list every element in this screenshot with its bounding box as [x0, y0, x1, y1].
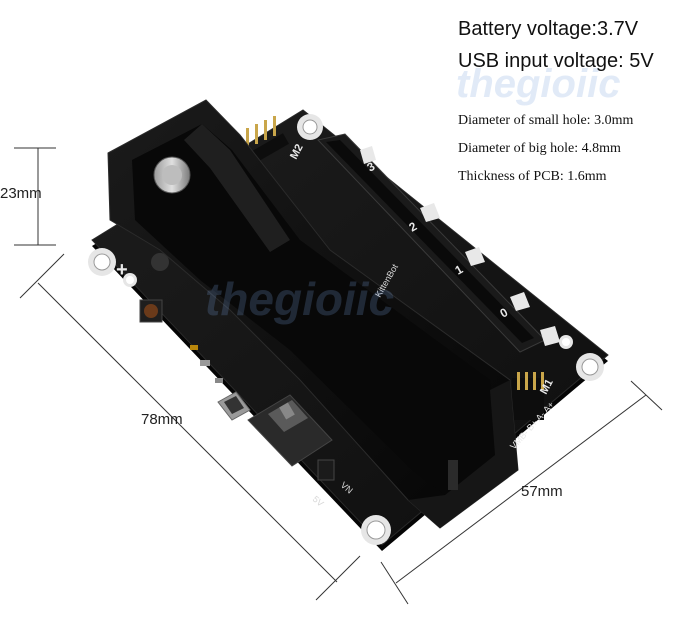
height-dimension-label: 23mm [0, 185, 42, 202]
width-dimension-label: 57mm [521, 483, 563, 500]
m1-pin-header [512, 372, 544, 420]
length-dimension-label: 78mm [141, 411, 183, 428]
small-hole-text: Diameter of small hole: 3.0mm [458, 113, 634, 128]
plus-sign-label: + [116, 259, 128, 281]
usb-port [217, 391, 251, 421]
usb-voltage-text: USB input voltage: 5V [458, 50, 654, 72]
power-switch [247, 394, 333, 467]
smd-components [139, 299, 335, 481]
dimension-lines [14, 147, 663, 605]
big-hole-text: Diameter of big hole: 4.8mm [458, 141, 621, 156]
mounting-holes [88, 114, 604, 545]
edge-connector [317, 133, 560, 353]
width-line [395, 394, 647, 584]
battery-holder [107, 99, 519, 529]
length-line [37, 282, 338, 583]
label-5v: 5V [311, 494, 326, 509]
pcb-thickness-text: Thickness of PCB: 1.6mm [458, 169, 607, 184]
battery-voltage-text: Battery voltage:3.7V [458, 18, 639, 40]
